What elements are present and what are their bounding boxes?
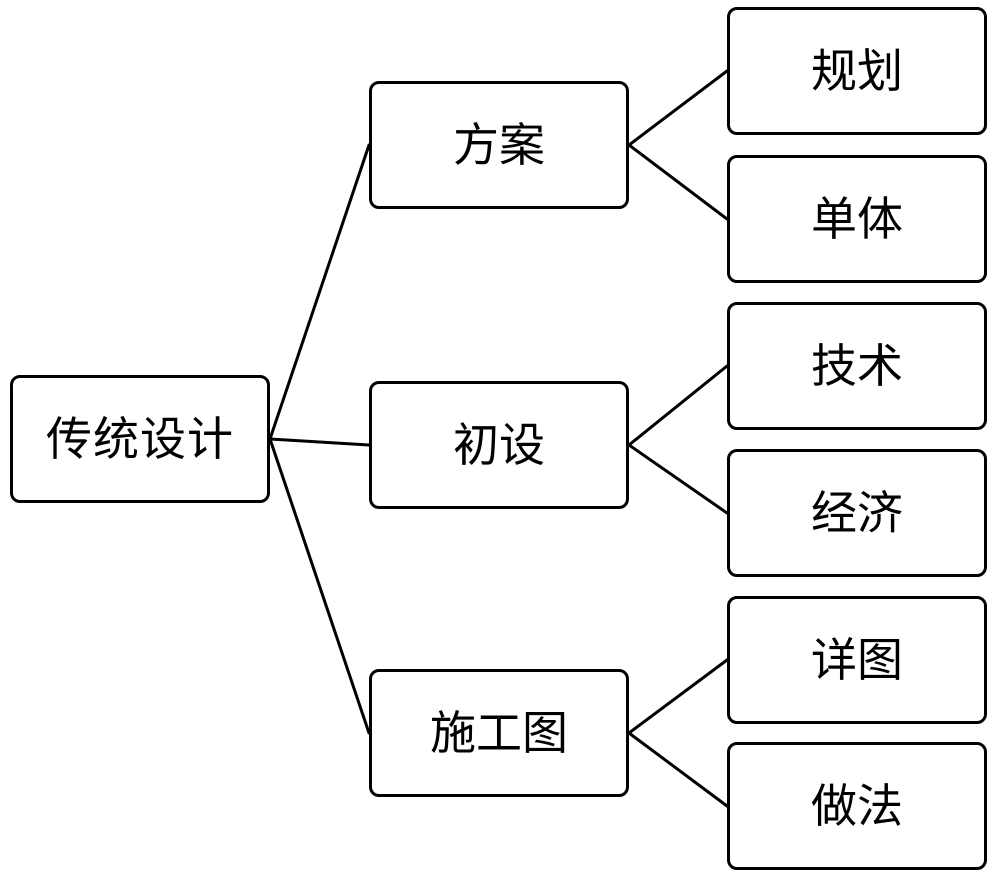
node-label: 单体	[811, 192, 903, 246]
node-label: 技术	[811, 339, 903, 393]
connector-chushe-jishu	[627, 364, 729, 447]
node-construction-drawing: 施工图	[369, 669, 629, 797]
node-preliminary-design: 初设	[369, 381, 629, 509]
node-detail-drawing: 详图	[727, 596, 987, 724]
connector-root-chushe	[268, 437, 371, 447]
node-construction-method: 做法	[727, 742, 987, 870]
node-label: 经济	[811, 486, 903, 540]
node-label: 施工图	[430, 706, 568, 760]
node-label: 规划	[811, 44, 903, 98]
node-technical: 技术	[727, 302, 987, 430]
connector-shigong-xiangtu	[627, 658, 729, 735]
connector-chushe-jingji	[627, 443, 729, 515]
node-traditional-design: 传统设计	[10, 375, 270, 503]
node-label: 方案	[453, 118, 545, 172]
node-label: 初设	[453, 418, 545, 472]
node-label: 详图	[811, 633, 903, 687]
node-single-building: 单体	[727, 155, 987, 283]
node-scheme: 方案	[369, 81, 629, 209]
connector-root-shigong	[268, 437, 371, 735]
node-economic: 经济	[727, 449, 987, 577]
connector-fangan-guihua	[627, 69, 729, 147]
connector-root-fangan	[268, 143, 371, 441]
node-planning: 规划	[727, 7, 987, 135]
node-label: 做法	[811, 779, 903, 833]
node-label: 传统设计	[46, 412, 234, 466]
connector-shigong-zuofa	[627, 731, 729, 808]
connector-fangan-danti	[627, 143, 729, 221]
